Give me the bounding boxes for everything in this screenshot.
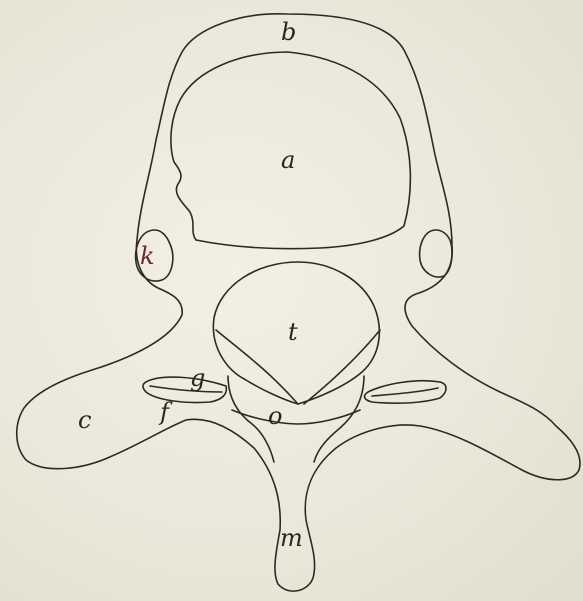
label-m: m bbox=[280, 524, 303, 552]
rib-facet-right bbox=[420, 230, 452, 277]
label-g: g bbox=[190, 364, 205, 392]
foramen-inner-right bbox=[304, 330, 380, 404]
label-o: o bbox=[268, 402, 282, 430]
label-b: b bbox=[281, 18, 296, 46]
vertebra-outline bbox=[17, 14, 580, 591]
label-t: t bbox=[288, 318, 298, 346]
label-a: a bbox=[281, 146, 295, 174]
label-k: k bbox=[140, 242, 155, 270]
label-f: f bbox=[158, 398, 173, 426]
articular-process-left-inner bbox=[150, 386, 222, 392]
lamina-lower-edge bbox=[232, 410, 360, 424]
articular-process-right bbox=[365, 381, 446, 403]
articular-process-right-inner bbox=[372, 388, 438, 396]
label-c: c bbox=[78, 406, 91, 434]
